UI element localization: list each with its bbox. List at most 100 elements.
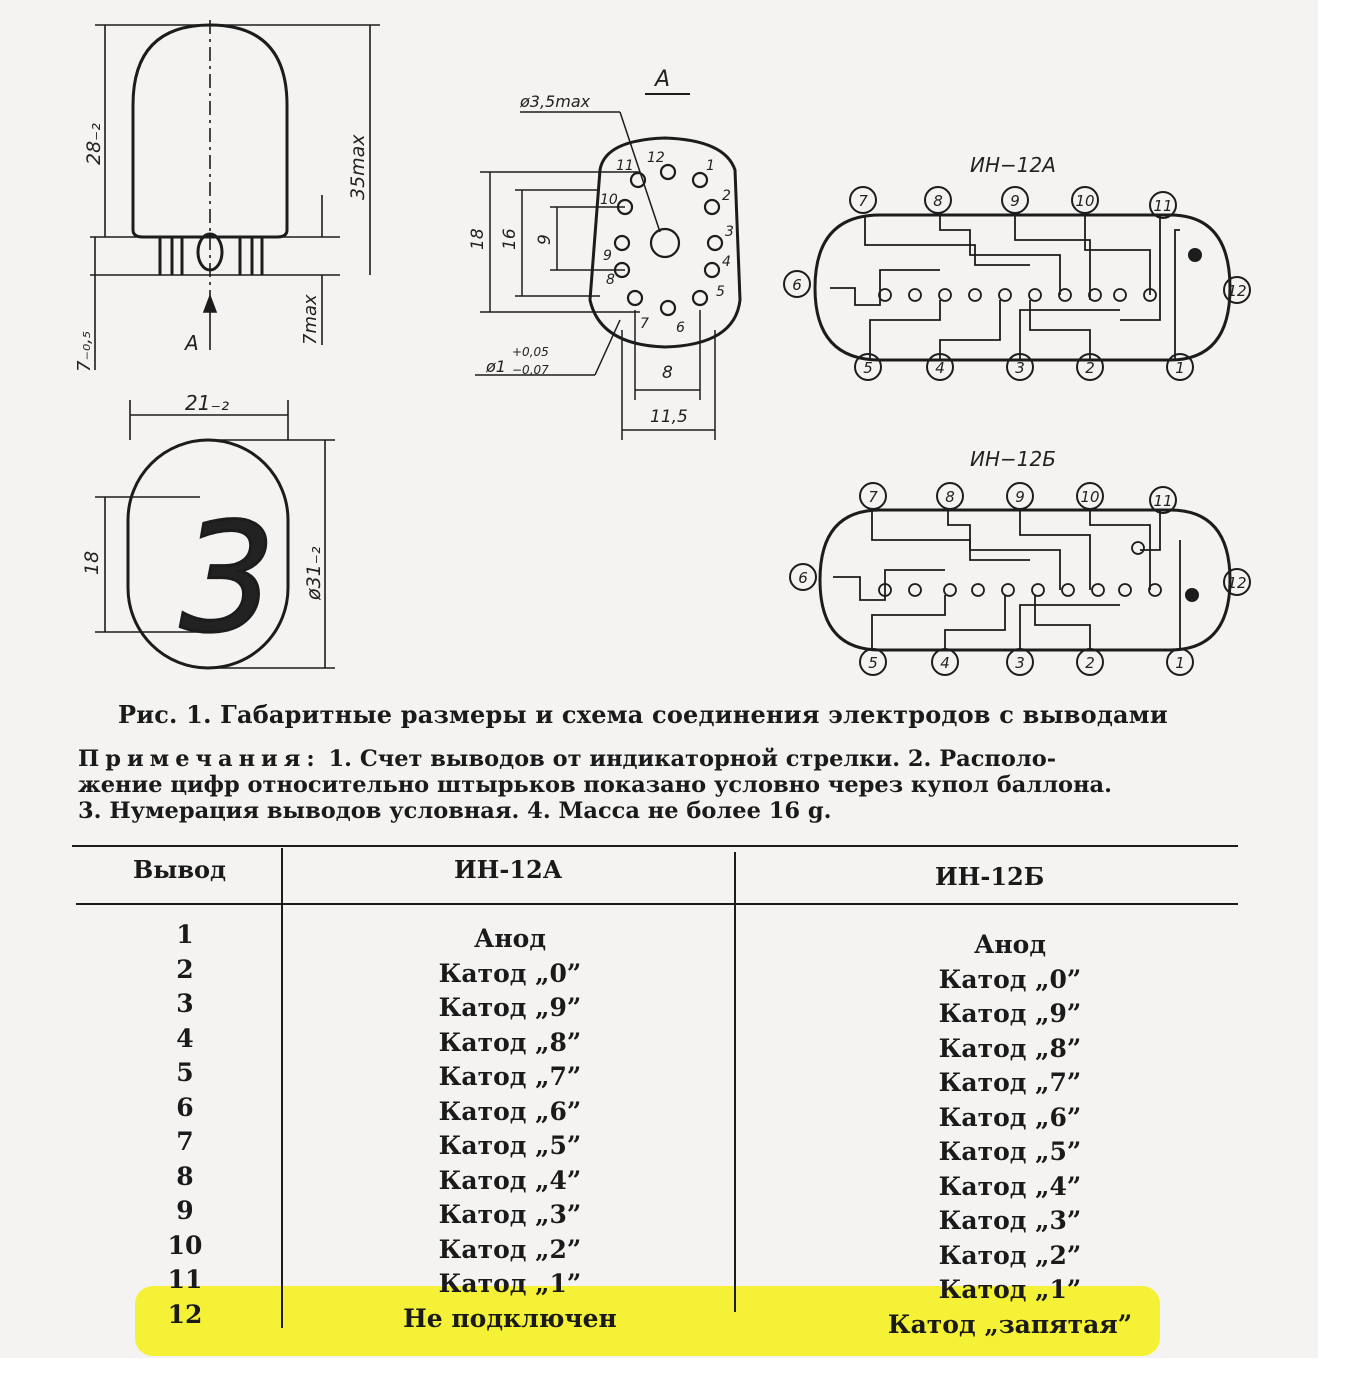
dim-7max: 7max	[300, 294, 321, 345]
schematic-b-dot	[1185, 588, 1199, 602]
dim-base-11-5: 11,5	[650, 407, 688, 427]
in12a-cell: Катод „3”	[438, 1200, 582, 1229]
schematic-a-wiring	[830, 215, 1180, 360]
sch-a-pin-11: 11	[1153, 197, 1172, 215]
base-pin-circles	[613, 163, 724, 317]
sch-a-pin-3: 3	[1015, 359, 1025, 377]
dim-pin-tol: ø1	[485, 357, 506, 376]
sch-a-pin-6: 6	[792, 276, 802, 294]
dim-35max: 35max	[347, 134, 369, 200]
in12a-cell: Катод „7”	[438, 1062, 582, 1091]
base-outline	[588, 136, 742, 349]
dim-base-8: 8	[662, 363, 673, 383]
in12b-cell: Катод „запятая”	[887, 1309, 1133, 1339]
view-a-title: A	[653, 67, 670, 92]
notes-line-1-text: 1. Счет выводов от индикаторной стрелки.…	[320, 746, 1057, 772]
in12a-cell: Катод „8”	[438, 1027, 582, 1057]
dim-base-9: 9	[535, 234, 555, 245]
tube-pins-side	[158, 237, 264, 275]
schematic-b-outline	[818, 508, 1232, 652]
document-page	[0, 0, 1318, 1358]
sch-b-pin-6: 6	[798, 569, 808, 587]
table-col-divider-1	[281, 848, 283, 1328]
schematic-a-outline	[813, 213, 1232, 362]
in12b-cell: Анод	[974, 930, 1046, 959]
in12a-cell: Катод „6”	[438, 1096, 582, 1126]
sch-a-pin-2: 2	[1085, 359, 1095, 377]
in12b-cell: Катод „8”	[938, 1033, 1082, 1063]
dim-base-18: 18	[468, 228, 488, 250]
digit-3-glyph: 3	[180, 492, 275, 666]
pin-column: 1 2 3 4 5 6 7 8 9 10 11 12	[130, 918, 240, 1332]
pin-number: 9	[176, 1196, 194, 1225]
sch-b-pin-1: 1	[1175, 654, 1185, 672]
pin-number: 1	[176, 920, 194, 949]
pin-number: 12	[167, 1299, 203, 1329]
pin-number: 2	[176, 954, 194, 984]
tube-outline-front	[126, 438, 290, 670]
dim-width-21: 21₋₂	[185, 391, 229, 415]
in12a-cell: Катод „4”	[438, 1165, 582, 1195]
in12b-cell: Катод „2”	[938, 1240, 1082, 1270]
pin-number: 6	[176, 1092, 194, 1122]
in12b-cell: Катод „5”	[938, 1137, 1082, 1166]
row-12-highlight	[135, 1286, 1160, 1356]
base-pin-7: 7	[640, 316, 649, 332]
notes-line-1: Примечания: 1. Счет выводов от индикатор…	[78, 746, 1243, 772]
in12b-cell: Катод „3”	[938, 1206, 1082, 1235]
base-pin-8: 8	[606, 272, 615, 288]
base-pin-10: 10	[600, 192, 618, 208]
notes-label: Примечания:	[78, 746, 321, 772]
sch-a-pin-5: 5	[863, 359, 873, 377]
schematic-b-wiring	[833, 510, 1181, 650]
technical-drawing: A 28₋₂ 35max 7₋₀,₅ 7max 3 21₋₂ ø31₋₂ 18 …	[74, 20, 1251, 676]
in12a-column: Анод Катод „0” Катод „9” Катод „8” Катод…	[360, 922, 660, 1336]
schematic-b-title: ИН−12Б	[970, 447, 1056, 471]
pin-number: 11	[167, 1265, 203, 1294]
dim-dia-31: ø31₋₂	[303, 546, 325, 601]
in12b-cell: Катод „7”	[938, 1068, 1082, 1097]
sch-a-pin-8: 8	[933, 192, 943, 210]
sch-b-pin-12: 12	[1227, 574, 1246, 592]
in12b-cell: Катод „0”	[938, 964, 1082, 994]
header-pin: Вывод	[133, 855, 227, 884]
in12b-cell: Катод „9”	[938, 999, 1082, 1028]
sch-b-pin-8: 8	[945, 488, 955, 506]
base-pin-9: 9	[603, 248, 612, 264]
base-pin-1: 1	[706, 158, 715, 174]
base-pin-4: 4	[722, 254, 731, 270]
table-header-rule	[76, 903, 1238, 905]
dim-pin-tol-plus: +0,05	[512, 345, 549, 359]
figure-notes: Примечания: 1. Счет выводов от индикатор…	[78, 746, 1243, 824]
schematic-a-title: ИН−12А	[970, 153, 1056, 177]
header-in12a: ИН-12А	[454, 855, 563, 884]
dim-pin-7: 7₋₀,₅	[74, 331, 95, 372]
pin-number: 4	[176, 1023, 194, 1053]
base-pin-2: 2	[722, 188, 731, 204]
in12b-cell: Катод „1”	[938, 1275, 1082, 1304]
in12b-cell: Катод „4”	[938, 1171, 1082, 1201]
notes-line-2: жение цифр относительно штырьков показан…	[78, 772, 1112, 798]
base-pin-12: 12	[647, 150, 665, 166]
sch-b-pin-3: 3	[1015, 654, 1025, 672]
base-pin-6: 6	[676, 320, 685, 336]
header-in12b: ИН-12Б	[935, 862, 1045, 891]
sch-b-pin-10: 10	[1080, 488, 1099, 506]
pin-number: 3	[176, 989, 194, 1018]
dim-digit-18: 18	[81, 551, 103, 575]
sch-a-pin-12: 12	[1227, 282, 1246, 300]
in12a-cell: Катод „5”	[438, 1131, 582, 1160]
in12a-cell: Катод „0”	[438, 958, 582, 988]
base-pin-3: 3	[725, 224, 734, 240]
dim-base-16: 16	[500, 228, 520, 250]
in12a-cell: Анод	[474, 924, 546, 953]
sch-b-pin-11: 11	[1153, 492, 1172, 510]
view-arrow-label: A	[183, 331, 199, 355]
figure-caption: Рис. 1. Габаритные размеры и схема соеди…	[118, 700, 1168, 729]
sch-a-pin-7: 7	[858, 192, 868, 210]
sch-b-pin-9: 9	[1015, 488, 1025, 506]
pin-number: 8	[176, 1161, 194, 1191]
in12a-cell: Катод „2”	[438, 1234, 582, 1264]
in12a-cell: Катод „9”	[438, 993, 582, 1022]
sch-a-pin-1: 1	[1175, 359, 1185, 377]
